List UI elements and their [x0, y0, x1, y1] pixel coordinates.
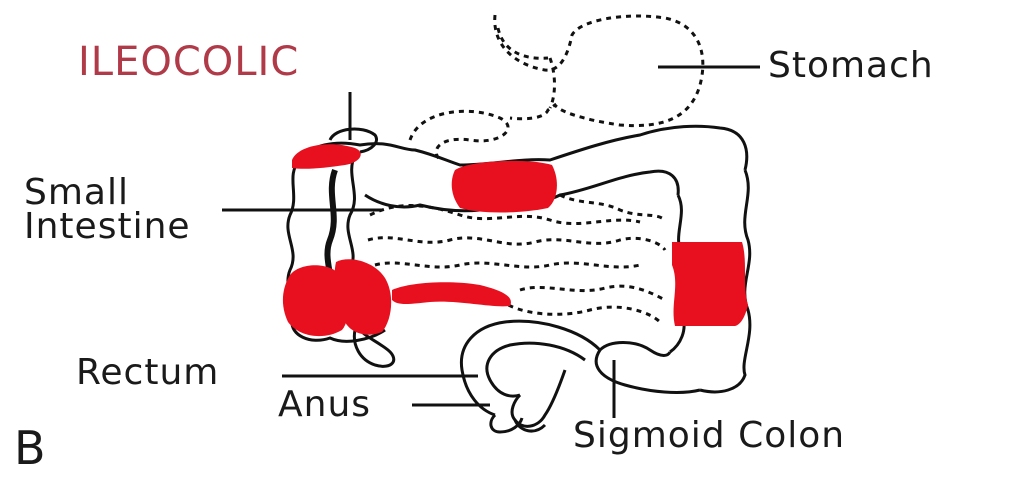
sigmoid-colon-label: Sigmoid Colon [573, 418, 845, 454]
panel-letter: B [14, 425, 46, 471]
stomach-label: Stomach [768, 48, 934, 84]
anus-label: Anus [278, 387, 371, 423]
affected-region-transverse [452, 161, 557, 213]
affected-region-descending [672, 242, 748, 326]
rectum-label: Rectum [76, 355, 219, 391]
stomach-outline [495, 15, 703, 126]
small-intestine-label-line2: Intestine [24, 209, 191, 245]
affected-region-ileocolic-cap [292, 144, 361, 169]
affected-region-terminal-ileum [392, 282, 511, 306]
diagram-title: ILEOCOLIC [78, 42, 299, 82]
stomach-inner-dots [498, 28, 555, 108]
